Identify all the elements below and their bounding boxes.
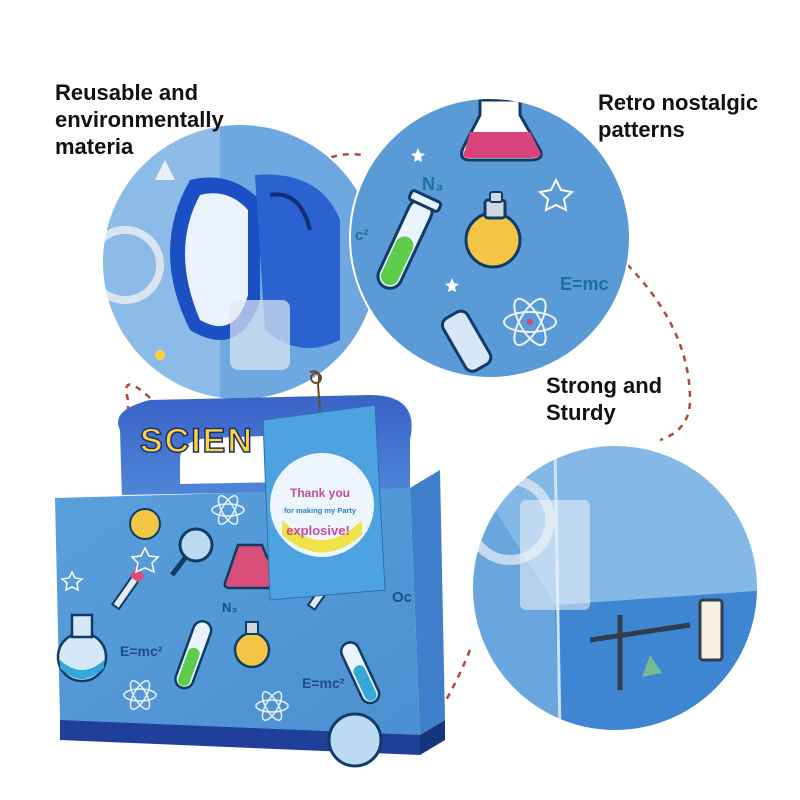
feature-label-retro-line1: Retro nostalgic bbox=[598, 90, 759, 115]
magnifier-icon bbox=[170, 527, 214, 577]
light-bulb-icon bbox=[129, 508, 161, 540]
tag-line-1: Thank you bbox=[290, 486, 350, 500]
star-icon bbox=[411, 148, 459, 292]
dashed-connector bbox=[125, 153, 692, 741]
feature-label-strong-line1: Strong and bbox=[546, 373, 663, 398]
tag-line-2: for making my Party bbox=[284, 506, 357, 515]
flask-icon bbox=[460, 98, 543, 162]
feature-label-strong-line2: Sturdy bbox=[546, 400, 616, 425]
light-bulb-icon bbox=[464, 191, 522, 269]
feature-label-reusable-line1: Reusable and bbox=[55, 80, 199, 105]
pattern-formula-emc: E=mc bbox=[560, 274, 609, 294]
magnifier-icon bbox=[327, 712, 383, 768]
material-closeup-circle bbox=[101, 123, 379, 401]
pattern-closeup-circle: N₃ c² E=mc bbox=[349, 97, 631, 379]
box-formula-emc2-b: E=mc² bbox=[302, 675, 345, 691]
box-formula-n3: N₃ bbox=[222, 600, 237, 615]
flask-icon bbox=[56, 613, 108, 683]
feature-label-reusable: Reusable and environmentally materia bbox=[55, 79, 224, 160]
star-icon bbox=[60, 546, 160, 592]
light-bulb-icon bbox=[233, 621, 271, 669]
box-brand-text: SCIEN bbox=[140, 422, 254, 460]
feature-label-strong: Strong and Sturdy bbox=[546, 372, 662, 426]
thank-you-tag: Thank you for making my Party explosive! bbox=[262, 370, 386, 601]
atom-icon bbox=[123, 495, 289, 721]
pattern-formula-c2: c² bbox=[355, 227, 368, 244]
sturdy-closeup-circle bbox=[471, 444, 759, 732]
feature-label-reusable-line2: environmentally bbox=[55, 107, 224, 132]
feature-label-retro-line2: patterns bbox=[598, 117, 685, 142]
feature-label-retro: Retro nostalgic patterns bbox=[598, 89, 758, 143]
feature-label-reusable-line3: materia bbox=[55, 134, 134, 159]
party-box: SCIEN bbox=[55, 370, 445, 768]
tag-line-3: explosive! bbox=[286, 523, 350, 538]
box-formula-emc2-a: E=mc² bbox=[120, 643, 163, 659]
star-icon bbox=[537, 177, 575, 212]
dropper-icon bbox=[110, 569, 144, 611]
test-tube-icon bbox=[339, 641, 381, 705]
box-formula-oc: Oc bbox=[392, 589, 412, 606]
test-tube-icon bbox=[174, 620, 213, 690]
test-tube-icon bbox=[376, 189, 443, 290]
pattern-formula-n3: N₃ bbox=[422, 174, 443, 194]
flask-icon bbox=[440, 309, 493, 373]
atom-icon bbox=[503, 297, 557, 347]
